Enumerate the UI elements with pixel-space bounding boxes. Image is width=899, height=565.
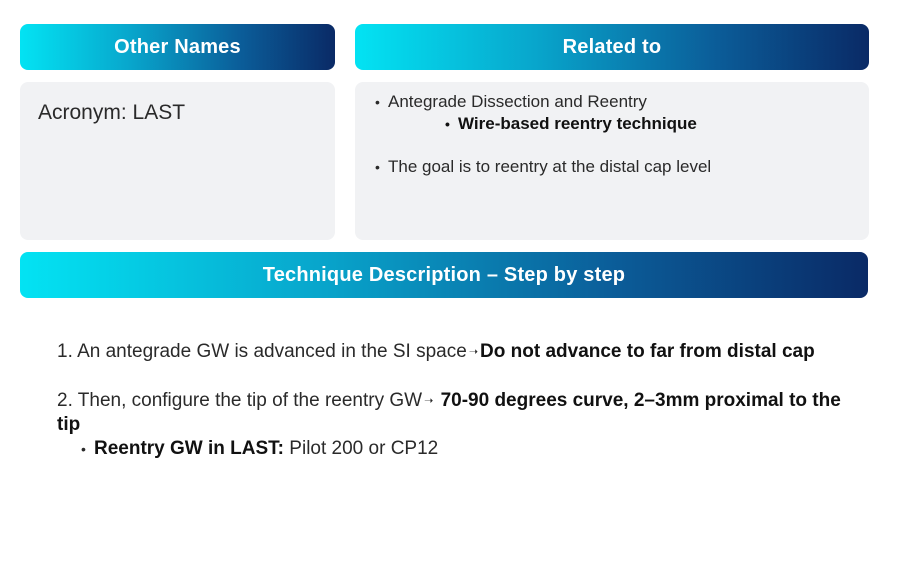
step-2-subitem-label: Reentry GW in LAST: xyxy=(94,438,285,459)
step-1-text: 1. An antegrade GW is advanced in the SI… xyxy=(57,341,467,362)
related-to-header: Related to xyxy=(355,24,869,70)
other-names-header: Other Names xyxy=(20,24,335,70)
step-2: 2. Then, configure the tip of the reentr… xyxy=(57,389,867,437)
bullet-icon: • xyxy=(375,94,380,110)
related-item-goal-label: The goal is to reentry at the distal cap… xyxy=(388,157,712,176)
related-subitem-wire-label: Wire-based reentry technique xyxy=(458,114,697,133)
step-2-subitem-value: Pilot 200 or CP12 xyxy=(289,438,439,459)
step-2-text: 2. Then, configure the tip of the reentr… xyxy=(57,390,423,411)
related-item-ader-label: Antegrade Dissection and Reentry xyxy=(388,92,647,111)
other-names-card: Acronym: LAST xyxy=(20,82,335,240)
arrow-right-icon: ➝ xyxy=(468,346,479,358)
step-2-subitem: • Reentry GW in LAST: Pilot 200 or CP12 xyxy=(81,438,438,460)
related-item-goal: • The goal is to reentry at the distal ca… xyxy=(375,157,711,177)
technique-title: Technique Description – Step by step xyxy=(262,263,626,286)
acronym-text: Acronym: LAST xyxy=(38,101,186,124)
bullet-icon: • xyxy=(445,116,450,132)
step-1-emphasis: Do not advance to far from distal cap xyxy=(480,341,815,362)
step-1: 1. An antegrade GW is advanced in the SI… xyxy=(57,341,815,363)
other-names-title: Other Names xyxy=(114,35,241,58)
bullet-icon: • xyxy=(81,441,86,457)
related-to-card: • Antegrade Dissection and Reentry • Wire-… xyxy=(355,82,869,240)
bullet-icon: • xyxy=(375,159,380,175)
arrow-right-icon: ➝ xyxy=(424,395,434,407)
step-2-emphasis: 70-90 degrees curve, 2–3mm proximal to t… xyxy=(57,390,841,435)
related-to-title: Related to xyxy=(562,35,662,58)
technique-header: Technique Description – Step by step xyxy=(20,252,868,298)
related-item-ader: • Antegrade Dissection and Reentry xyxy=(375,92,647,112)
related-subitem-wire: • Wire-based reentry technique xyxy=(445,114,697,134)
